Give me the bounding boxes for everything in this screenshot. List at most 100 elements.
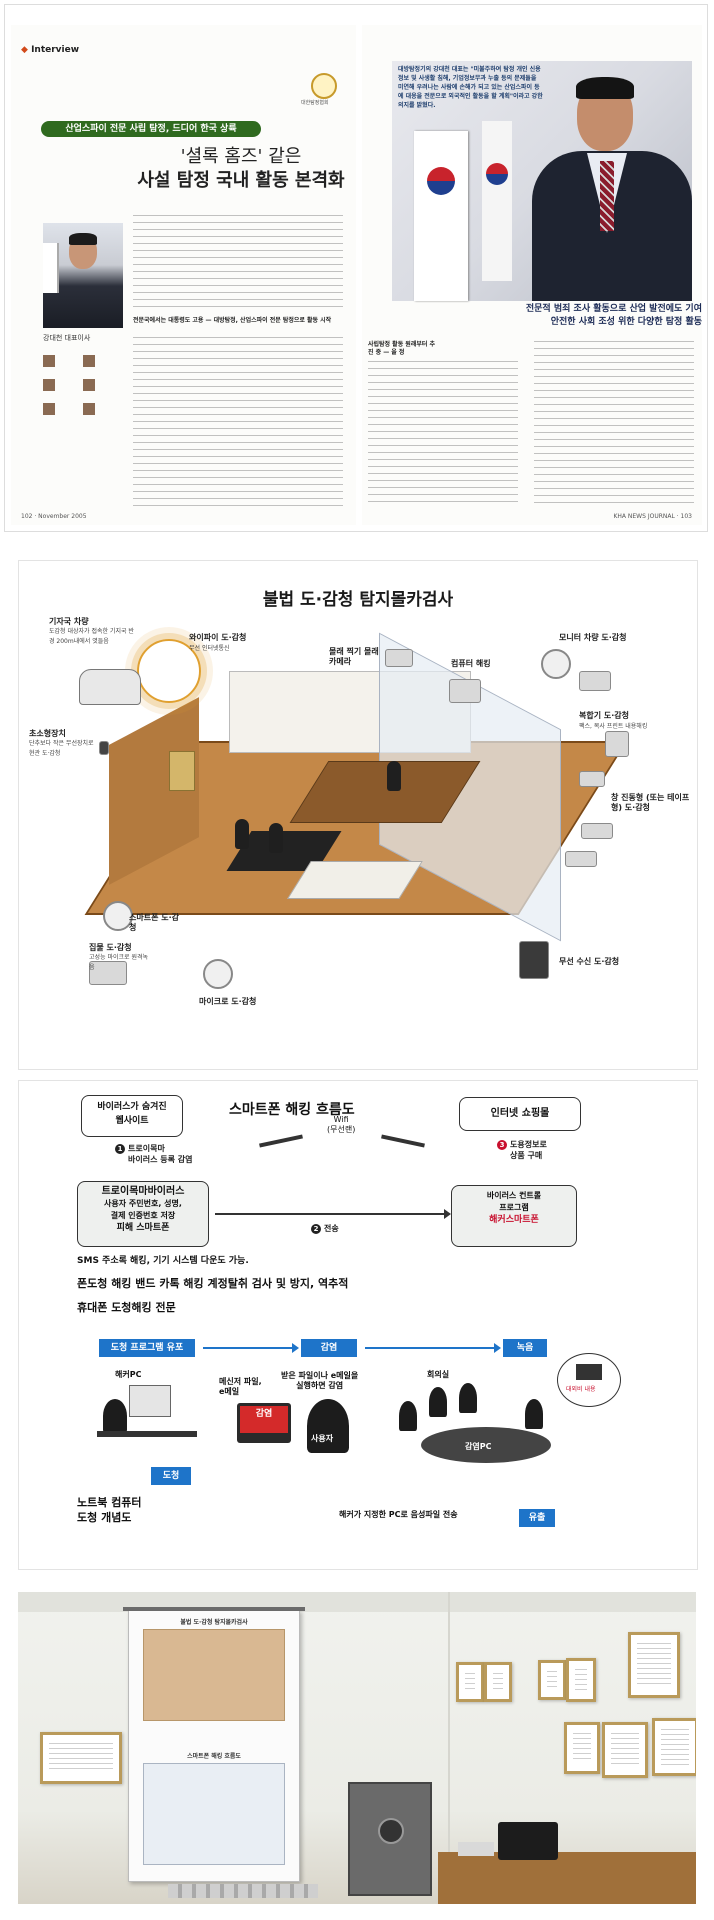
floor-objects — [168, 1884, 318, 1898]
label-smartphone: 스마트폰 도·감청 — [129, 913, 179, 932]
article-body-lines-3 — [368, 361, 518, 506]
certificate-frame — [566, 1658, 596, 1702]
page-footer-right: KHA NEWS JOURNAL · 103 — [613, 513, 692, 520]
ceo-portrait — [43, 223, 123, 328]
dish-antenna-icon — [203, 959, 233, 989]
desk-items — [458, 1842, 494, 1856]
headline-line-2: 사설 탐정 국내 활동 본격화 — [137, 170, 345, 191]
mini-transmitter-icon — [99, 741, 109, 755]
cctv-camera-icon — [581, 823, 613, 839]
headline-line-1: '셜록 홈즈' 같은 — [180, 146, 302, 167]
magazine-right-page: 대방탐정기의 강대천 대표는 "미불주하여 탐정 개인 신용정보 및 사생활 침… — [362, 25, 702, 525]
poster-flow-image — [143, 1763, 285, 1865]
receiver-speaker-icon — [519, 941, 549, 979]
cabinet — [169, 751, 195, 791]
korean-flag-icon — [414, 131, 468, 301]
meeting-person-icon — [459, 1383, 477, 1413]
pill-wiretap: 도청 — [151, 1467, 191, 1485]
pill-record: 녹음 — [503, 1339, 547, 1357]
pill-leak: 유출 — [519, 1509, 555, 1527]
person-figure — [387, 761, 401, 791]
internet-shop-box: 인터넷 쇼핑몰 — [459, 1097, 581, 1131]
user-label: 사용자 — [311, 1434, 334, 1443]
magazine-left-page: ◆ Interview 대한탐정협회 산업스파이 전문 사립 탐정, 드디어 한… — [11, 25, 356, 525]
pill-infect: 감염 — [301, 1339, 357, 1357]
infected-laptop-icon: 감염 — [237, 1403, 291, 1443]
monitor-laptop-icon — [579, 671, 611, 691]
mail-text: 메신저 파일,e메일 — [219, 1377, 262, 1396]
certificate-frame — [538, 1660, 566, 1700]
ceo-caption: 강대천 대표이사 — [43, 334, 91, 342]
certificate-frame — [602, 1722, 648, 1778]
arrow-infect-to-record — [365, 1343, 501, 1353]
label-wireless-receiver: 무선 수신 도·감청 — [559, 957, 620, 966]
leak-text: 해커가 지정한 PC로 음성파일 전송 — [339, 1510, 458, 1519]
article-body-lines-2 — [133, 337, 343, 507]
note-checkup: 폰도청 해킹 밴드 카톡 해킹 계정탈취 검사 및 방지, 역추적 — [77, 1277, 349, 1290]
flag-icon — [43, 243, 59, 293]
confidential-bubble: 대외비 내용 — [557, 1353, 621, 1407]
certificate-frame — [628, 1632, 680, 1698]
wifi-bolt-right-icon — [381, 1134, 425, 1148]
section-label: ◆ Interview — [21, 45, 80, 55]
flow-title: 스마트폰 해킹 흐름도 — [229, 1102, 355, 1118]
certificate-frame — [40, 1732, 122, 1784]
label-hidden-camera: 몰래 찍기 몰래 카메라 — [329, 647, 379, 666]
ceo-hair — [69, 233, 97, 245]
laptop-icon — [89, 961, 127, 985]
window-sensor-icon — [579, 771, 605, 787]
article-body-lines — [133, 215, 343, 311]
meeting-person-icon — [525, 1399, 543, 1429]
user-figure-icon — [307, 1399, 349, 1453]
bubble-laptop-icon — [576, 1364, 602, 1380]
certificate-frame — [484, 1662, 512, 1702]
hacker-figure-icon — [103, 1399, 127, 1433]
note-specialty: 휴대폰 도청해킹 전문 — [77, 1301, 176, 1314]
safe-dial-icon — [378, 1818, 404, 1844]
certificate-frame — [456, 1662, 484, 1702]
article-subheading-2: 사립탐정 활동 원래부터 추진 중 — 을 정 — [368, 341, 435, 356]
ceo-tie — [600, 161, 614, 231]
diagram-title: 불법 도·감청 탐지몰카검사 — [262, 590, 454, 610]
hacker-pc-label: 해커PC — [115, 1370, 142, 1379]
office-photo: 불법 도·감청 탐지몰카검사 스마트폰 해킹 흐름도 — [18, 1592, 696, 1904]
label-window: 창 진동형 (또는 테이프형) 도·감청 — [611, 793, 690, 812]
bubble-text: 대외비 내용 — [566, 1386, 596, 1393]
article-subheading: 전문국에서는 대통령도 고용 — 대방탐정, 산업스파이 전문 탐정으로 활동 … — [133, 317, 332, 324]
certificate-frame — [652, 1718, 696, 1776]
hacker-pc-icon — [129, 1385, 171, 1417]
computer-icon — [449, 679, 481, 703]
meeting-table — [421, 1427, 551, 1463]
association-logo-icon — [311, 73, 337, 99]
wifi-bolt-left-icon — [259, 1134, 303, 1148]
camera-icon — [385, 649, 413, 667]
surveillance-car-icon — [79, 669, 141, 705]
transfer-arrow — [215, 1209, 451, 1219]
hacker-desk — [97, 1431, 197, 1437]
person-figure — [235, 819, 249, 849]
poster-title-2: 스마트폰 해킹 흐름도 — [187, 1753, 241, 1760]
wifi-signal-icon — [137, 639, 201, 703]
magazine-spread: ◆ Interview 대한탐정협회 산업스파이 전문 사립 탐정, 드디어 한… — [4, 4, 708, 532]
trojan-victim-box: 트로이목마바이러스 사용자 주민번호, 성명, 결제 인증번호 저장 피해 스마… — [77, 1181, 209, 1247]
certificate-frame — [564, 1722, 600, 1774]
ceo-hair — [576, 77, 634, 99]
association-logo-text: 대한탐정협회 — [301, 100, 329, 106]
office-desk — [438, 1852, 696, 1904]
satellite-dish-icon — [541, 649, 571, 679]
note-sms: SMS 주소록 해킹, 기기 시스템 다운도 가능. — [77, 1256, 249, 1266]
staff-thumbnails — [43, 355, 123, 455]
meeting-room-label: 회의실 — [427, 1370, 450, 1379]
dish-antenna-icon — [103, 901, 133, 931]
label-monitor-car: 모니터 차량 도·감청 — [559, 633, 627, 642]
